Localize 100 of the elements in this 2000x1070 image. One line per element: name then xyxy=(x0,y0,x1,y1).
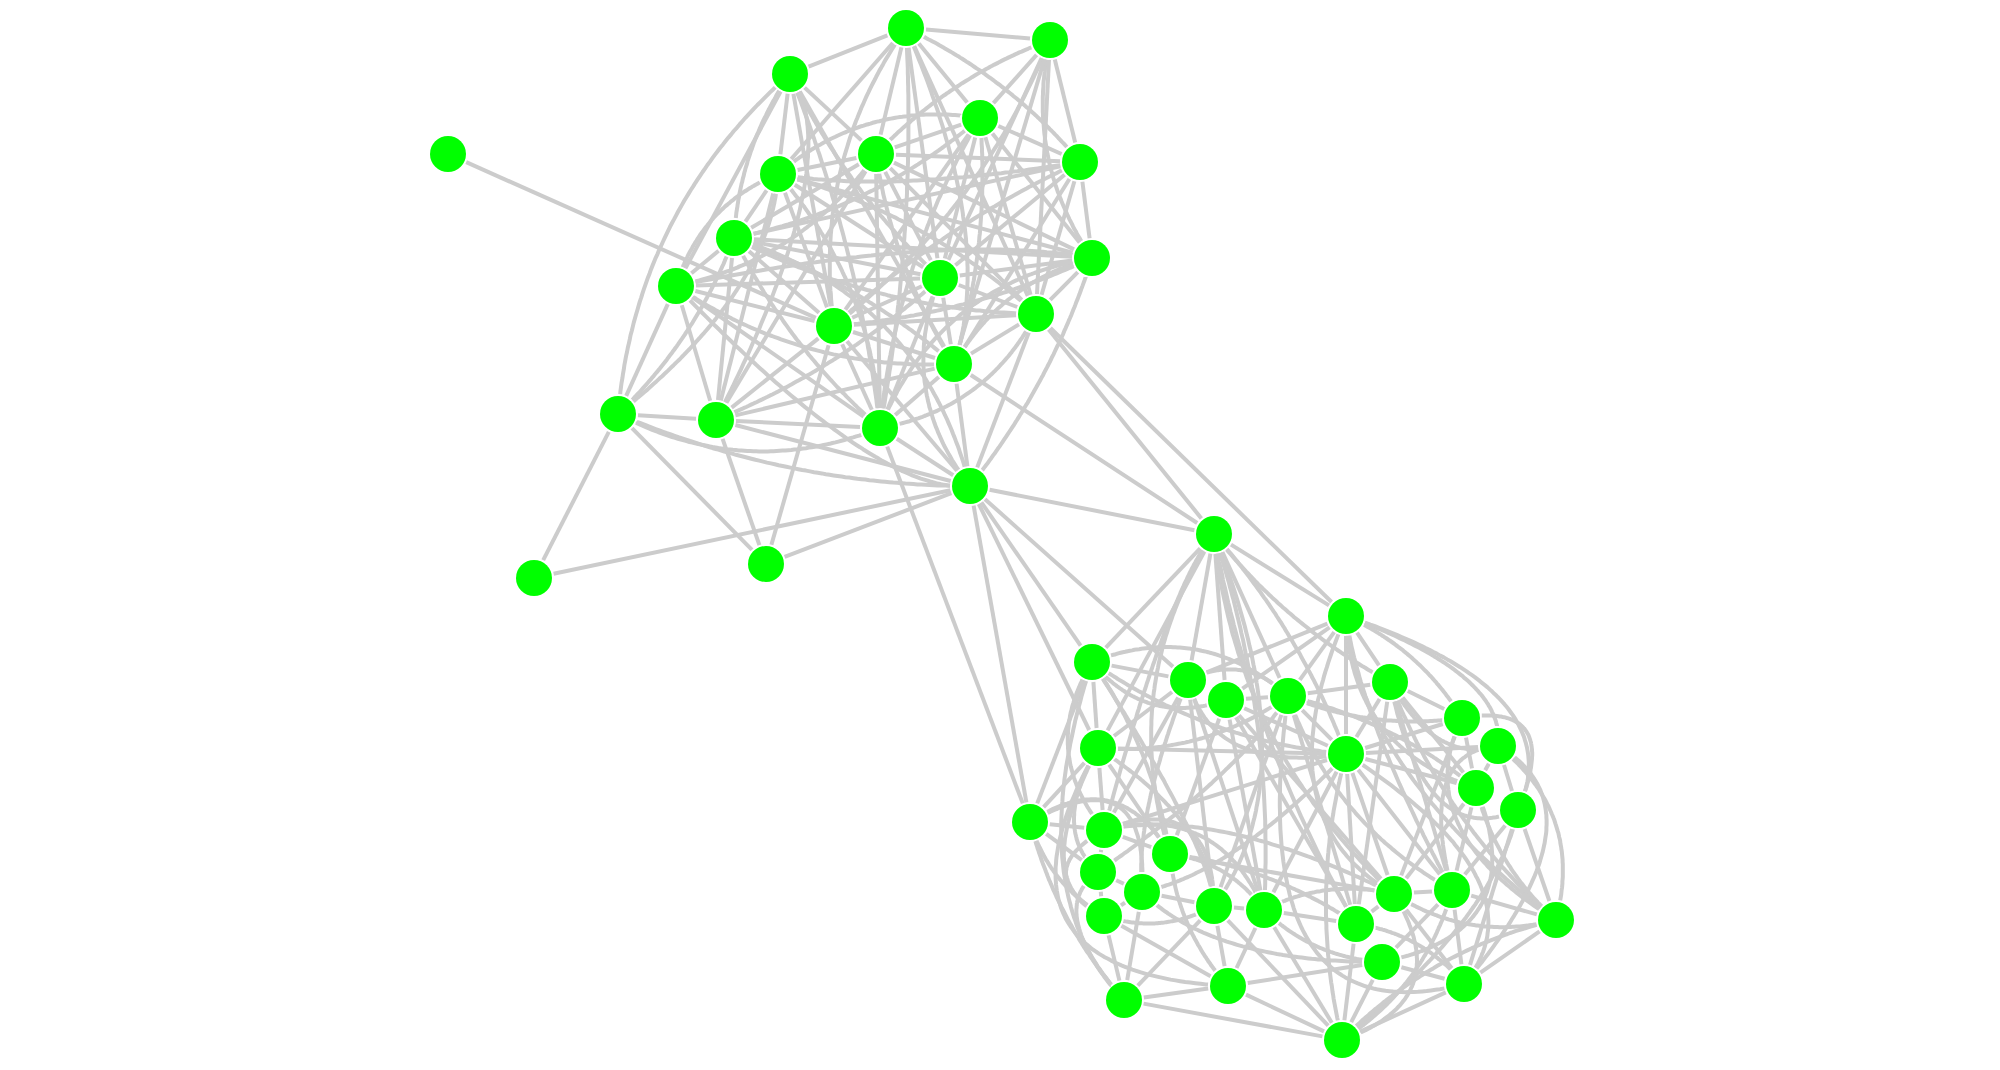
edge-line xyxy=(1045,832,1083,862)
node-circle xyxy=(1170,662,1206,698)
edge-line xyxy=(847,168,1063,315)
node-circle xyxy=(1074,240,1110,276)
edge-line xyxy=(1119,900,1127,908)
node-circle xyxy=(952,468,988,504)
edge-line xyxy=(1309,633,1379,886)
edge-line xyxy=(843,133,971,311)
node-circle xyxy=(698,402,734,438)
edge-line xyxy=(1049,326,1333,604)
edge-line xyxy=(941,297,953,345)
edge-line xyxy=(1502,764,1514,792)
edge-line xyxy=(778,93,790,155)
edge-line xyxy=(1364,722,1444,750)
edge-line xyxy=(791,112,962,164)
edge-line xyxy=(1234,927,1258,969)
node-circle xyxy=(816,308,852,344)
edge-line xyxy=(1394,903,1440,949)
edge-line xyxy=(1277,921,1364,962)
edge-line xyxy=(1048,270,1080,302)
edge-line xyxy=(716,257,734,401)
edge-line xyxy=(1059,680,1113,987)
edge-line xyxy=(840,343,874,411)
edge-line xyxy=(895,437,955,477)
edge-line xyxy=(1112,690,1174,738)
edge-line xyxy=(983,136,1033,296)
node-circle xyxy=(430,136,466,172)
edge-line xyxy=(691,295,936,367)
node-circle xyxy=(1364,944,1400,980)
edge-line xyxy=(1400,965,1446,981)
edge-line xyxy=(827,43,897,307)
edge-line xyxy=(1161,893,1195,905)
edge-line xyxy=(1229,542,1331,608)
edge-line xyxy=(795,177,1023,303)
node-circle xyxy=(1328,598,1364,634)
edge-line xyxy=(630,255,729,402)
edge-line xyxy=(1101,677,1169,836)
edge-line xyxy=(848,57,1045,316)
edge-line xyxy=(1245,695,1269,701)
edge-line xyxy=(1363,620,1531,792)
edge-line xyxy=(1306,699,1462,778)
edge-line xyxy=(1039,180,1077,296)
edge-line xyxy=(1122,817,1215,887)
edge-line xyxy=(783,491,953,559)
edge-line xyxy=(1345,773,1357,905)
edge-line xyxy=(1342,943,1356,1021)
edge-line xyxy=(1354,922,1538,1028)
edge-line xyxy=(1445,735,1541,911)
edge-line xyxy=(911,44,970,346)
edge-line xyxy=(1364,757,1458,785)
edge-line xyxy=(750,242,941,354)
edge-line xyxy=(1355,631,1381,667)
node-circle xyxy=(1086,812,1122,848)
edge-line xyxy=(1192,697,1328,760)
edge-line xyxy=(1393,700,1449,872)
edge-line xyxy=(1359,910,1419,1035)
edge-line xyxy=(1122,758,1328,826)
edge-line xyxy=(1106,934,1122,982)
edge-line xyxy=(1354,697,1382,739)
edge-line xyxy=(1511,757,1565,902)
edge-line xyxy=(1226,919,1330,1027)
node-circle xyxy=(1208,682,1244,718)
edge-line xyxy=(1113,757,1214,888)
edge-line xyxy=(885,445,1025,805)
edge-line xyxy=(1112,696,1180,814)
edge-line xyxy=(912,45,1030,297)
edge-line xyxy=(691,295,865,419)
edge-line xyxy=(1356,701,1390,905)
edge-line xyxy=(894,122,962,150)
edge-line xyxy=(1116,705,1273,751)
edge-line xyxy=(921,295,961,471)
edge-line xyxy=(1454,806,1474,872)
node-circle xyxy=(922,260,958,296)
edge-line xyxy=(1214,553,1381,882)
edge-line xyxy=(683,90,783,270)
edge-line xyxy=(853,264,1075,327)
edge-line xyxy=(1475,755,1549,970)
node-circle xyxy=(1246,892,1282,928)
node-circle xyxy=(1338,906,1374,942)
edge-line xyxy=(1452,909,1464,965)
node-circle xyxy=(1106,982,1142,1018)
edge-line xyxy=(1143,986,1209,1000)
edge-line xyxy=(553,488,951,576)
edge-line xyxy=(1522,828,1552,902)
edge-line xyxy=(898,330,1028,426)
edge-line xyxy=(1243,706,1329,748)
node-circle xyxy=(1080,854,1116,890)
edge-line xyxy=(1122,834,1152,850)
node-circle xyxy=(1152,836,1188,872)
edge-line xyxy=(1271,770,1339,894)
edge-line xyxy=(925,27,1031,41)
edge-line xyxy=(1304,701,1444,724)
edge-line xyxy=(893,160,1075,252)
edge-line xyxy=(1361,763,1491,969)
edge-line xyxy=(923,35,1069,149)
edge-line xyxy=(1136,919,1202,987)
edge-line xyxy=(895,152,1061,164)
edge-line xyxy=(1344,636,1348,734)
edge-line xyxy=(1225,548,1374,674)
edge-line xyxy=(1479,929,1541,975)
